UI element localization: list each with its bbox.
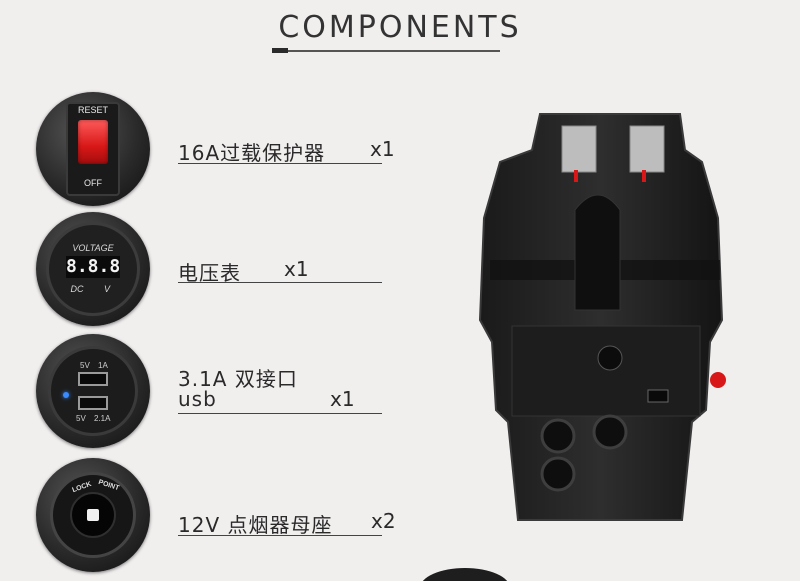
voltmeter-v-text: V — [103, 284, 110, 294]
red-terminal-knob — [710, 372, 726, 388]
terminal-red-right — [642, 170, 646, 182]
panel-socket-1 — [540, 418, 576, 454]
anderson-connector-right — [629, 125, 665, 173]
voltmeter-digits: 8.8.8 — [66, 256, 121, 278]
anderson-connector-left — [561, 125, 597, 173]
usb-port1-volt: 5V — [80, 361, 90, 370]
page-title: COMPONENTS — [278, 10, 522, 45]
cigarette-socket-icon: LOCK POINT — [36, 458, 150, 572]
voltmeter-icon: VOLTAGE 8.8.8 DC V — [36, 212, 150, 326]
box-body — [478, 113, 724, 521]
component-qty-1: x1 — [370, 137, 395, 161]
title-underline-accent — [272, 48, 288, 53]
switch-reset-text: RESET — [77, 105, 108, 115]
component-label-2: 电压表 — [178, 261, 241, 285]
component-label-3-line2: usb — [178, 387, 217, 411]
usb-port-icon: 5V 1A 5V 2.1A — [36, 334, 150, 448]
panel-reset-switch — [647, 389, 669, 403]
component-rule-3 — [178, 413, 382, 414]
usb-port1-amp: 1A — [98, 361, 108, 370]
switch-off-text: OFF — [84, 178, 102, 188]
usb-bezel — [48, 346, 138, 436]
component-rule-2 — [178, 282, 382, 283]
control-panel — [511, 325, 701, 417]
rocker-switch — [78, 120, 108, 164]
box-handle — [574, 194, 621, 311]
usb-port-1 — [78, 372, 108, 386]
voltmeter-label-text: VOLTAGE — [72, 243, 114, 253]
title-underline — [272, 50, 500, 52]
component-qty-2: x1 — [284, 257, 309, 281]
panel-voltmeter — [597, 345, 623, 371]
panel-socket-2 — [592, 414, 628, 450]
usb-indicator-led — [63, 392, 69, 398]
usb-port2-volt: 5V — [76, 414, 86, 423]
component-qty-3: x1 — [330, 387, 355, 411]
component-rule-4 — [178, 535, 382, 536]
reset-switch-icon: RESET OFF — [36, 92, 150, 206]
switch-plate — [66, 102, 120, 196]
terminal-red-left — [574, 170, 578, 182]
panel-socket-3 — [540, 456, 576, 492]
component-label-1: 16A过载保护器 — [178, 141, 326, 165]
component-label-3-line1: 3.1A 双接口 — [178, 367, 298, 391]
voltmeter-dc-text: DC — [70, 284, 84, 294]
component-rule-1 — [178, 163, 382, 164]
usb-port2-amp: 2.1A — [94, 414, 111, 423]
battery-box-product-image — [478, 113, 726, 521]
component-qty-4: x2 — [371, 509, 396, 533]
bottom-decorative-arc — [420, 568, 510, 581]
component-label-4: 12V 点烟器母座 — [178, 513, 333, 537]
socket-pin — [87, 509, 99, 521]
usb-port-2 — [78, 396, 108, 410]
